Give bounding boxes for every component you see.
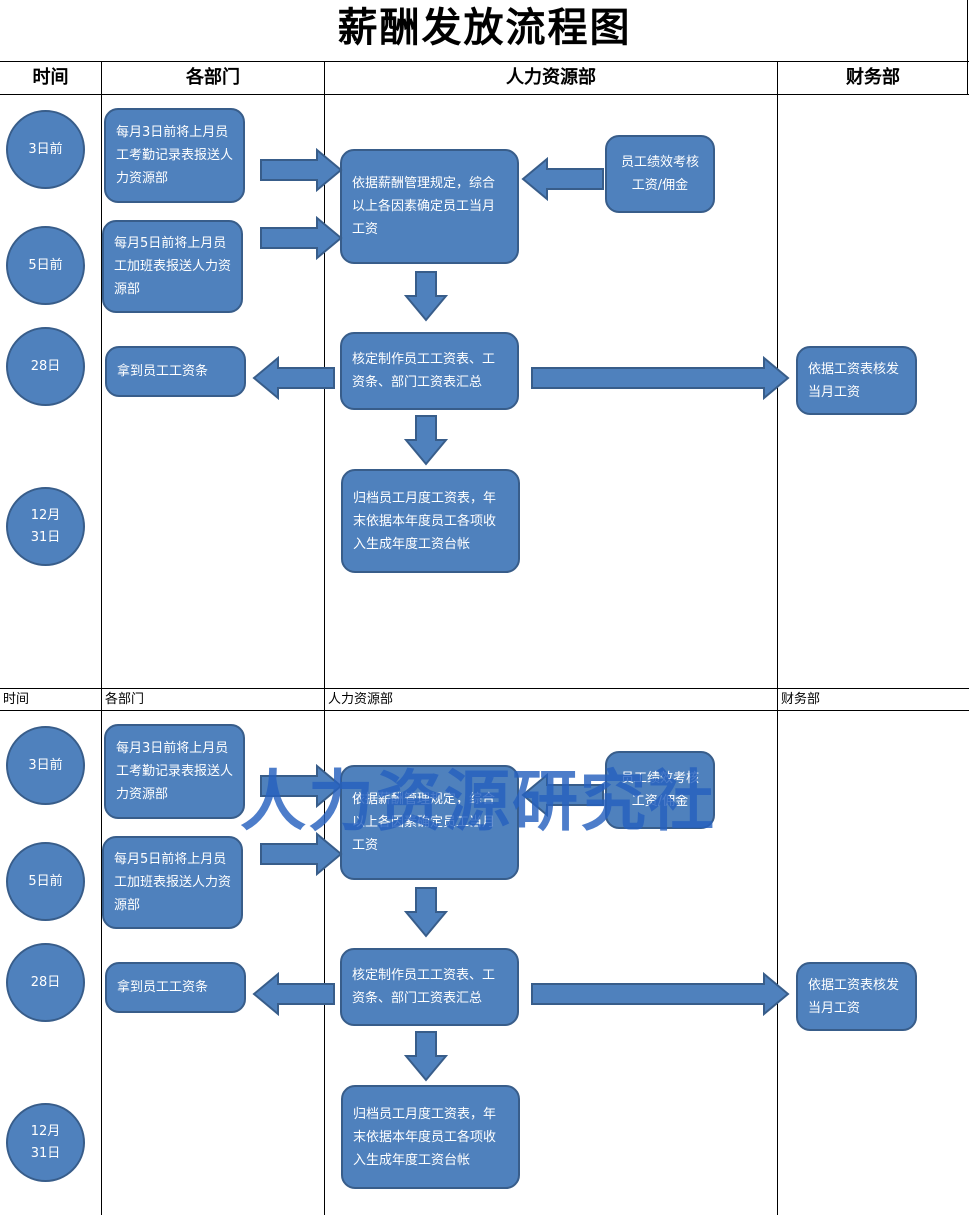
- time-label-day: 31日: [30, 1145, 61, 1161]
- arrow-right-icon: [531, 356, 790, 400]
- box-text: 拿到员工工资条: [117, 364, 209, 379]
- column-header-departments-2: 各部门: [105, 692, 145, 707]
- grid-line: [324, 61, 325, 1215]
- dept-overtime-box: 每月5日前将上月员工加班表报送人力资源部: [102, 836, 243, 929]
- box-text: 每月3日前将上月员工考勤记录表报送人力资源部: [116, 741, 234, 802]
- box-text: 每月3日前将上月员工考勤记录表报送人力资源部: [116, 125, 234, 186]
- arrow-right-icon: [260, 216, 343, 260]
- arrow-right-icon: [260, 764, 343, 808]
- time-label: 3日前: [28, 141, 63, 157]
- grid-line: [0, 710, 969, 711]
- box-text: 归档员工月度工资表，年末依据本年度员工各项收入生成年度工资台帐: [353, 1106, 497, 1168]
- dept-overtime-box: 每月5日前将上月员工加班表报送人力资源部: [102, 220, 243, 313]
- arrow-left-icon: [521, 773, 604, 817]
- box-text: 依据薪酬管理规定，综合以上各因素确定员工当月工资: [352, 792, 496, 853]
- arrow-left-icon: [252, 356, 335, 400]
- arrow-left-icon: [252, 972, 335, 1016]
- box-text: 核定制作员工工资表、工资条、部门工资表汇总: [352, 352, 496, 390]
- hr-performance-box: 员工绩效考核工资/佣金: [605, 135, 715, 213]
- time-node-28th: 28日: [6, 943, 85, 1022]
- arrow-right-icon: [260, 148, 343, 192]
- time-label-month: 12月: [30, 1123, 61, 1139]
- box-text: 每月5日前将上月员工加班表报送人力资源部: [114, 236, 232, 297]
- box-text: 归档员工月度工资表，年末依据本年度员工各项收入生成年度工资台帐: [353, 490, 497, 552]
- grid-line: [101, 61, 102, 1215]
- box-text: 拿到员工工资条: [117, 980, 209, 995]
- dept-attendance-box: 每月3日前将上月员工考勤记录表报送人力资源部: [104, 724, 245, 819]
- time-label: 28日: [30, 358, 61, 374]
- arrow-right-icon: [531, 972, 790, 1016]
- box-text: 员工绩效考核工资/佣金: [620, 771, 699, 809]
- arrow-down-icon: [404, 415, 448, 466]
- time-label-month: 12月: [30, 507, 61, 523]
- column-header-time-2: 时间: [3, 692, 30, 707]
- time-label: 28日: [30, 974, 61, 990]
- hr-archive-box: 归档员工月度工资表，年末依据本年度员工各项收入生成年度工资台帐: [341, 469, 520, 573]
- box-text: 依据工资表核发当月工资: [808, 977, 900, 1016]
- column-header-hr: 人力资源部: [506, 67, 596, 88]
- page-title: 薪酬发放流程图: [337, 4, 632, 51]
- grid-line: [777, 61, 778, 1215]
- dept-receive-slip-box: 拿到员工工资条: [105, 962, 246, 1013]
- box-text: 依据薪酬管理规定，综合以上各因素确定员工当月工资: [352, 176, 496, 237]
- grid-line: [967, 0, 968, 94]
- time-node-3-days: 3日前: [6, 110, 85, 189]
- column-header-time: 时间: [32, 67, 69, 88]
- hr-make-table-box: 核定制作员工工资表、工资条、部门工资表汇总: [340, 332, 519, 410]
- arrow-down-icon: [404, 1031, 448, 1082]
- arrow-down-icon: [404, 271, 448, 322]
- column-header-finance-2: 财务部: [781, 692, 821, 707]
- dept-receive-slip-box: 拿到员工工资条: [105, 346, 246, 397]
- time-node-5-days: 5日前: [6, 226, 85, 305]
- finance-pay-box: 依据工资表核发当月工资: [796, 962, 917, 1031]
- arrow-right-icon: [260, 832, 343, 876]
- grid-line: [0, 94, 969, 95]
- box-text: 依据工资表核发当月工资: [808, 361, 900, 400]
- time-label: 3日前: [28, 757, 63, 773]
- column-header-departments: 各部门: [186, 67, 240, 88]
- time-node-3-days: 3日前: [6, 726, 85, 805]
- hr-determine-salary-box: 依据薪酬管理规定，综合以上各因素确定员工当月工资: [340, 149, 519, 264]
- time-label: 5日前: [28, 873, 63, 889]
- time-node-5-days: 5日前: [6, 842, 85, 921]
- grid-line: [0, 61, 969, 62]
- finance-pay-box: 依据工资表核发当月工资: [796, 346, 917, 415]
- dept-attendance-box: 每月3日前将上月员工考勤记录表报送人力资源部: [104, 108, 245, 203]
- column-header-finance: 财务部: [846, 67, 900, 88]
- grid-line: [0, 688, 969, 689]
- box-text: 员工绩效考核工资/佣金: [620, 155, 699, 193]
- hr-performance-box: 员工绩效考核工资/佣金: [605, 751, 715, 829]
- arrow-down-icon: [404, 887, 448, 938]
- time-node-28th: 28日: [6, 327, 85, 406]
- hr-determine-salary-box: 依据薪酬管理规定，综合以上各因素确定员工当月工资: [340, 765, 519, 880]
- time-label: 5日前: [28, 257, 63, 273]
- hr-archive-box: 归档员工月度工资表，年末依据本年度员工各项收入生成年度工资台帐: [341, 1085, 520, 1189]
- arrow-left-icon: [521, 157, 604, 201]
- hr-make-table-box: 核定制作员工工资表、工资条、部门工资表汇总: [340, 948, 519, 1026]
- box-text: 每月5日前将上月员工加班表报送人力资源部: [114, 852, 232, 913]
- time-label-day: 31日: [30, 529, 61, 545]
- box-text: 核定制作员工工资表、工资条、部门工资表汇总: [352, 968, 496, 1006]
- column-header-hr-2: 人力资源部: [328, 692, 394, 707]
